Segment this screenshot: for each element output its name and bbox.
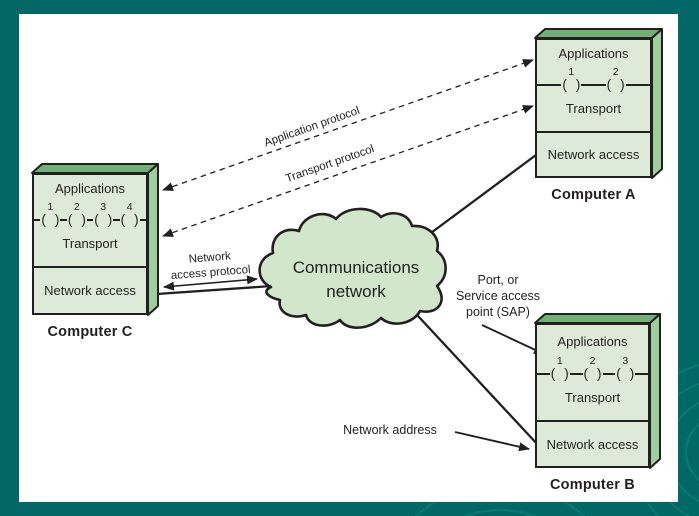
socket-number: 2 bbox=[73, 201, 80, 213]
network-address-arrow bbox=[454, 431, 530, 452]
socket-number: 4 bbox=[126, 201, 133, 213]
computer-a-network-access-layer: Network access bbox=[537, 131, 650, 176]
socket-line bbox=[581, 84, 606, 86]
socket-line bbox=[537, 84, 562, 86]
socket-parens bbox=[583, 367, 603, 382]
socket: 2 bbox=[606, 67, 626, 97]
cloud-to-computer-b-line bbox=[404, 301, 539, 446]
socket-parens bbox=[120, 213, 140, 228]
socket-line bbox=[113, 219, 120, 221]
socket-parens bbox=[606, 78, 626, 93]
socket-parens bbox=[550, 367, 570, 382]
computer-b-network-access-layer: Network access bbox=[537, 420, 648, 466]
socket-parens bbox=[67, 213, 87, 228]
socket-line bbox=[86, 219, 94, 221]
socket-line bbox=[625, 84, 650, 86]
computer-c-name: Computer C bbox=[47, 324, 133, 340]
socket-number: 1 bbox=[556, 355, 563, 367]
socket-line bbox=[34, 219, 41, 221]
sap-label-line2: Service access bbox=[456, 289, 540, 303]
socket-line bbox=[60, 219, 67, 221]
transport-protocol-arrow bbox=[162, 105, 534, 237]
computer-c-sockets: 1 2 3 4 bbox=[34, 202, 147, 232]
sap-arrow bbox=[481, 324, 545, 355]
computer-c-network-access-layer: Network access bbox=[34, 266, 146, 313]
computer-a-box: Applications 1 2 Transport Network acces… bbox=[535, 38, 652, 203]
sap-label-line3: point (SAP) bbox=[466, 305, 530, 319]
socket-parens bbox=[561, 78, 581, 93]
socket: 3 bbox=[93, 202, 113, 232]
computer-a-extrusion bbox=[534, 28, 663, 179]
network-access-protocol-label-line1: Network bbox=[188, 250, 231, 265]
socket-line bbox=[635, 373, 648, 375]
computer-b-box: Applications 1 2 3 Transpor bbox=[535, 323, 650, 493]
computer-c-applications-layer: Applications bbox=[54, 181, 126, 196]
socket: 1 bbox=[40, 202, 60, 232]
computer-a-sockets: 1 2 bbox=[537, 67, 650, 97]
socket: 2 bbox=[583, 356, 603, 386]
cloud-label-line2: network bbox=[326, 282, 386, 301]
network-access-protocol-arrow bbox=[163, 275, 258, 291]
socket-number: 3 bbox=[100, 201, 107, 213]
socket-line bbox=[139, 219, 147, 221]
socket-parens bbox=[40, 213, 60, 228]
sap-label-line1: Port, or bbox=[478, 273, 519, 287]
computer-c-face: Applications 1 2 3 4 bbox=[32, 173, 148, 315]
socket-line bbox=[569, 373, 583, 375]
computer-b-name: Computer B bbox=[550, 477, 635, 493]
computer-c-transport-layer: Transport bbox=[62, 236, 118, 251]
socket-line bbox=[602, 373, 616, 375]
network-address-label: Network address bbox=[343, 423, 437, 437]
computer-a-face: Applications 1 2 Transport Network acces… bbox=[535, 38, 652, 178]
socket-number: 2 bbox=[589, 355, 596, 367]
computer-a-applications-layer: Applications bbox=[558, 46, 629, 61]
socket: 4 bbox=[120, 202, 140, 232]
socket: 1 bbox=[550, 356, 570, 386]
socket-number: 1 bbox=[568, 66, 575, 78]
computer-b-sockets: 1 2 3 bbox=[537, 356, 648, 386]
socket-number: 3 bbox=[622, 355, 629, 367]
computer-b-face: Applications 1 2 3 Transpor bbox=[535, 323, 650, 468]
socket-number: 2 bbox=[612, 66, 619, 78]
socket-line bbox=[537, 373, 550, 375]
socket: 1 bbox=[561, 67, 581, 97]
socket: 3 bbox=[615, 356, 635, 386]
computer-b-transport-layer: Transport bbox=[564, 390, 621, 405]
socket-number: 1 bbox=[47, 201, 54, 213]
computer-c-box: Applications 1 2 3 4 bbox=[32, 173, 148, 340]
computer-b-applications-layer: Applications bbox=[557, 334, 628, 349]
computer-a-name: Computer A bbox=[551, 187, 636, 203]
cloud-label-line1: Communications bbox=[293, 258, 420, 277]
socket-parens bbox=[93, 213, 113, 228]
socket: 2 bbox=[67, 202, 87, 232]
computer-a-transport-layer: Transport bbox=[565, 101, 622, 116]
socket-parens bbox=[615, 367, 635, 382]
